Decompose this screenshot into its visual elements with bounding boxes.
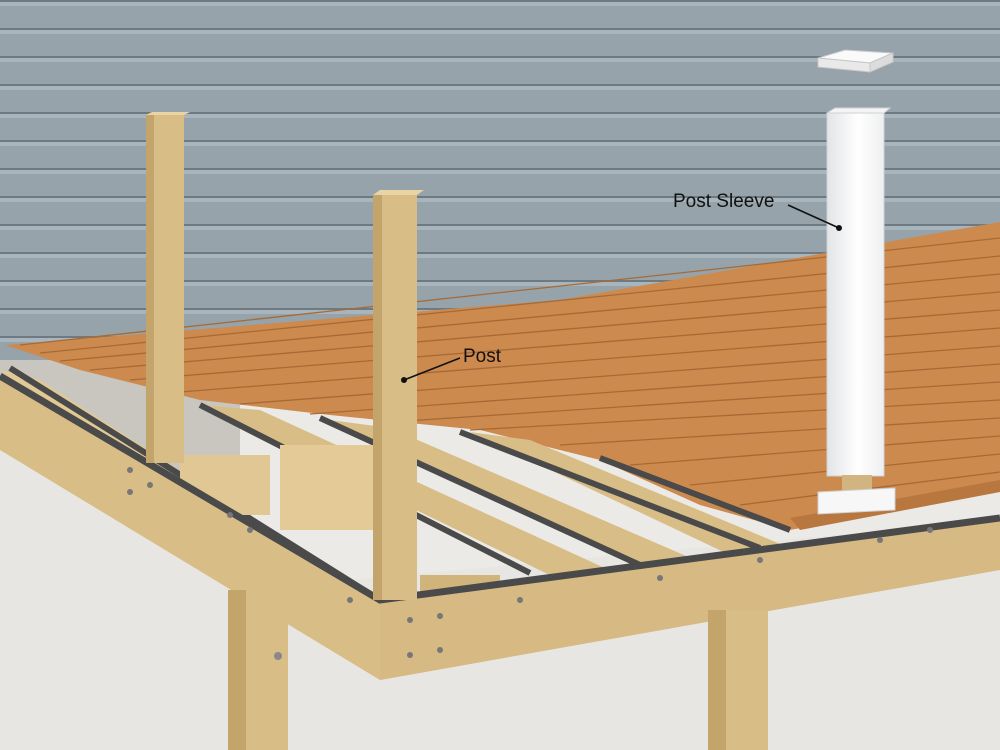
post-sleeve-callout: Post Sleeve — [673, 191, 842, 231]
front-post — [373, 190, 424, 600]
post-cap-icon — [817, 49, 894, 73]
rear-post — [146, 112, 190, 463]
post-sleeve-label: Post Sleeve — [673, 191, 774, 212]
post-callout: Post — [401, 346, 502, 383]
support-posts — [228, 590, 768, 750]
post-sleeve — [817, 107, 896, 515]
post-label: Post — [463, 346, 502, 367]
